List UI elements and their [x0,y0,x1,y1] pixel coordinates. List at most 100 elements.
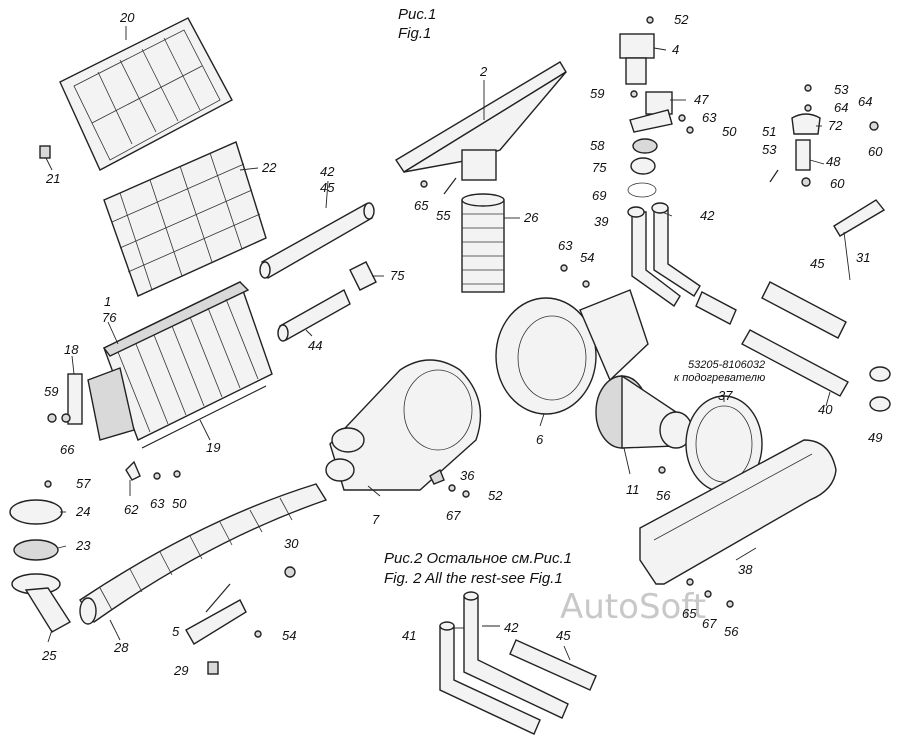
air-distributor [395,61,567,181]
callout-number: 76 [102,310,117,325]
leader-lines [45,26,851,661]
callout-number: 31 [856,250,870,265]
duct-pipe-short [277,289,351,342]
gasket [9,499,63,525]
callout-number: 67 [702,616,717,631]
callout-number: 11 [626,482,640,497]
air-intake-nozzle [11,573,71,633]
callout-number: 40 [818,402,833,417]
fig2-pipe-assembly [439,591,597,735]
callout-number: 63 [558,238,573,253]
washer [804,104,812,112]
bolt [443,177,457,195]
callout-number: 24 [75,504,90,519]
screw [462,490,470,498]
callout-number: 47 [694,92,709,107]
callout-number: 21 [45,171,60,186]
nut [869,121,879,131]
callout-number: 45 [320,180,335,195]
callout-number: 52 [488,488,503,503]
callout-number: 59 [590,86,604,101]
callout-number: 5 [172,624,180,639]
callout-number: 39 [594,214,608,229]
screw [646,16,654,24]
fig1-caption-en: Fig.1 [398,25,431,42]
callout-number: 58 [590,138,605,153]
nut [801,177,811,187]
watermark: AutoSoft [560,587,706,627]
hose-clamp [630,157,656,175]
callout-number: 36 [460,468,475,483]
callout-number: 57 [76,476,91,491]
washer [61,413,71,423]
callout-number: 51 [762,124,776,139]
callout-number: 44 [308,338,322,353]
callout-number: 67 [446,508,461,523]
heater-radiator [87,281,273,441]
screw [420,180,428,188]
callout-number: 50 [722,124,737,139]
washer [678,114,686,122]
fan-motor [595,374,693,449]
nut [630,90,638,98]
screw [44,480,52,488]
bracket [795,139,811,171]
duct-pipe [259,202,375,280]
callout-number: 64 [834,100,848,115]
callout-number: 25 [41,648,57,663]
callout-number: 38 [738,562,753,577]
nut [704,590,712,598]
callout-number: 69 [592,188,606,203]
heater-pipes [627,202,849,397]
grommet [284,566,296,578]
screw [686,578,694,586]
callout-number: 26 [523,210,539,225]
callout-number: 6 [536,432,544,447]
fan-housing-half [495,289,649,415]
callout-number: 53 [762,142,777,157]
nut [47,413,57,423]
callout-number: 52 [674,12,689,27]
callout-number: 4 [672,42,679,57]
bolt [686,126,694,134]
callout-number: 37 [718,388,733,403]
knob [207,661,219,675]
callout-number: 75 [390,268,405,283]
callout-number: 59 [44,384,58,399]
callout-number: 45 [810,256,825,271]
fig1-caption-ru: Рис.1 [398,6,436,23]
callout-number: 42 [504,620,519,635]
grille [13,539,59,561]
pipe-clamp [791,113,821,135]
callout-number: 55 [436,208,451,223]
callout-number: 20 [119,10,135,25]
damper-lever [185,583,247,645]
callout-number: 63 [150,496,165,511]
callout-number: 48 [826,154,841,169]
fan-shield [639,439,837,585]
callout-number: 2 [479,64,488,79]
clamp [349,261,377,291]
clip [39,145,51,159]
filter-mesh [103,141,267,297]
corrugated-hose-vertical [461,193,505,293]
air-filter-frame [59,17,233,171]
hose-clamp-ring [627,182,657,198]
note-part-number: 53205-8106032 [688,359,765,371]
callout-number: 23 [75,538,91,553]
callout-number: 56 [656,488,671,503]
callout-number: 66 [60,442,75,457]
callout-number: 65 [414,198,429,213]
seal-strip [141,385,267,449]
callout-number: 60 [868,144,883,159]
fan-housing-half [325,359,482,491]
callout-number: 54 [580,250,594,265]
callout-number: 54 [282,628,296,643]
callout-number: 49 [868,430,882,445]
callout-number: 41 [402,628,416,643]
fig2-caption-ru: Рис.2 Остальное см.Рис.1 [384,550,572,567]
note-destination: к подогревателю [674,372,765,384]
nut [153,472,161,480]
